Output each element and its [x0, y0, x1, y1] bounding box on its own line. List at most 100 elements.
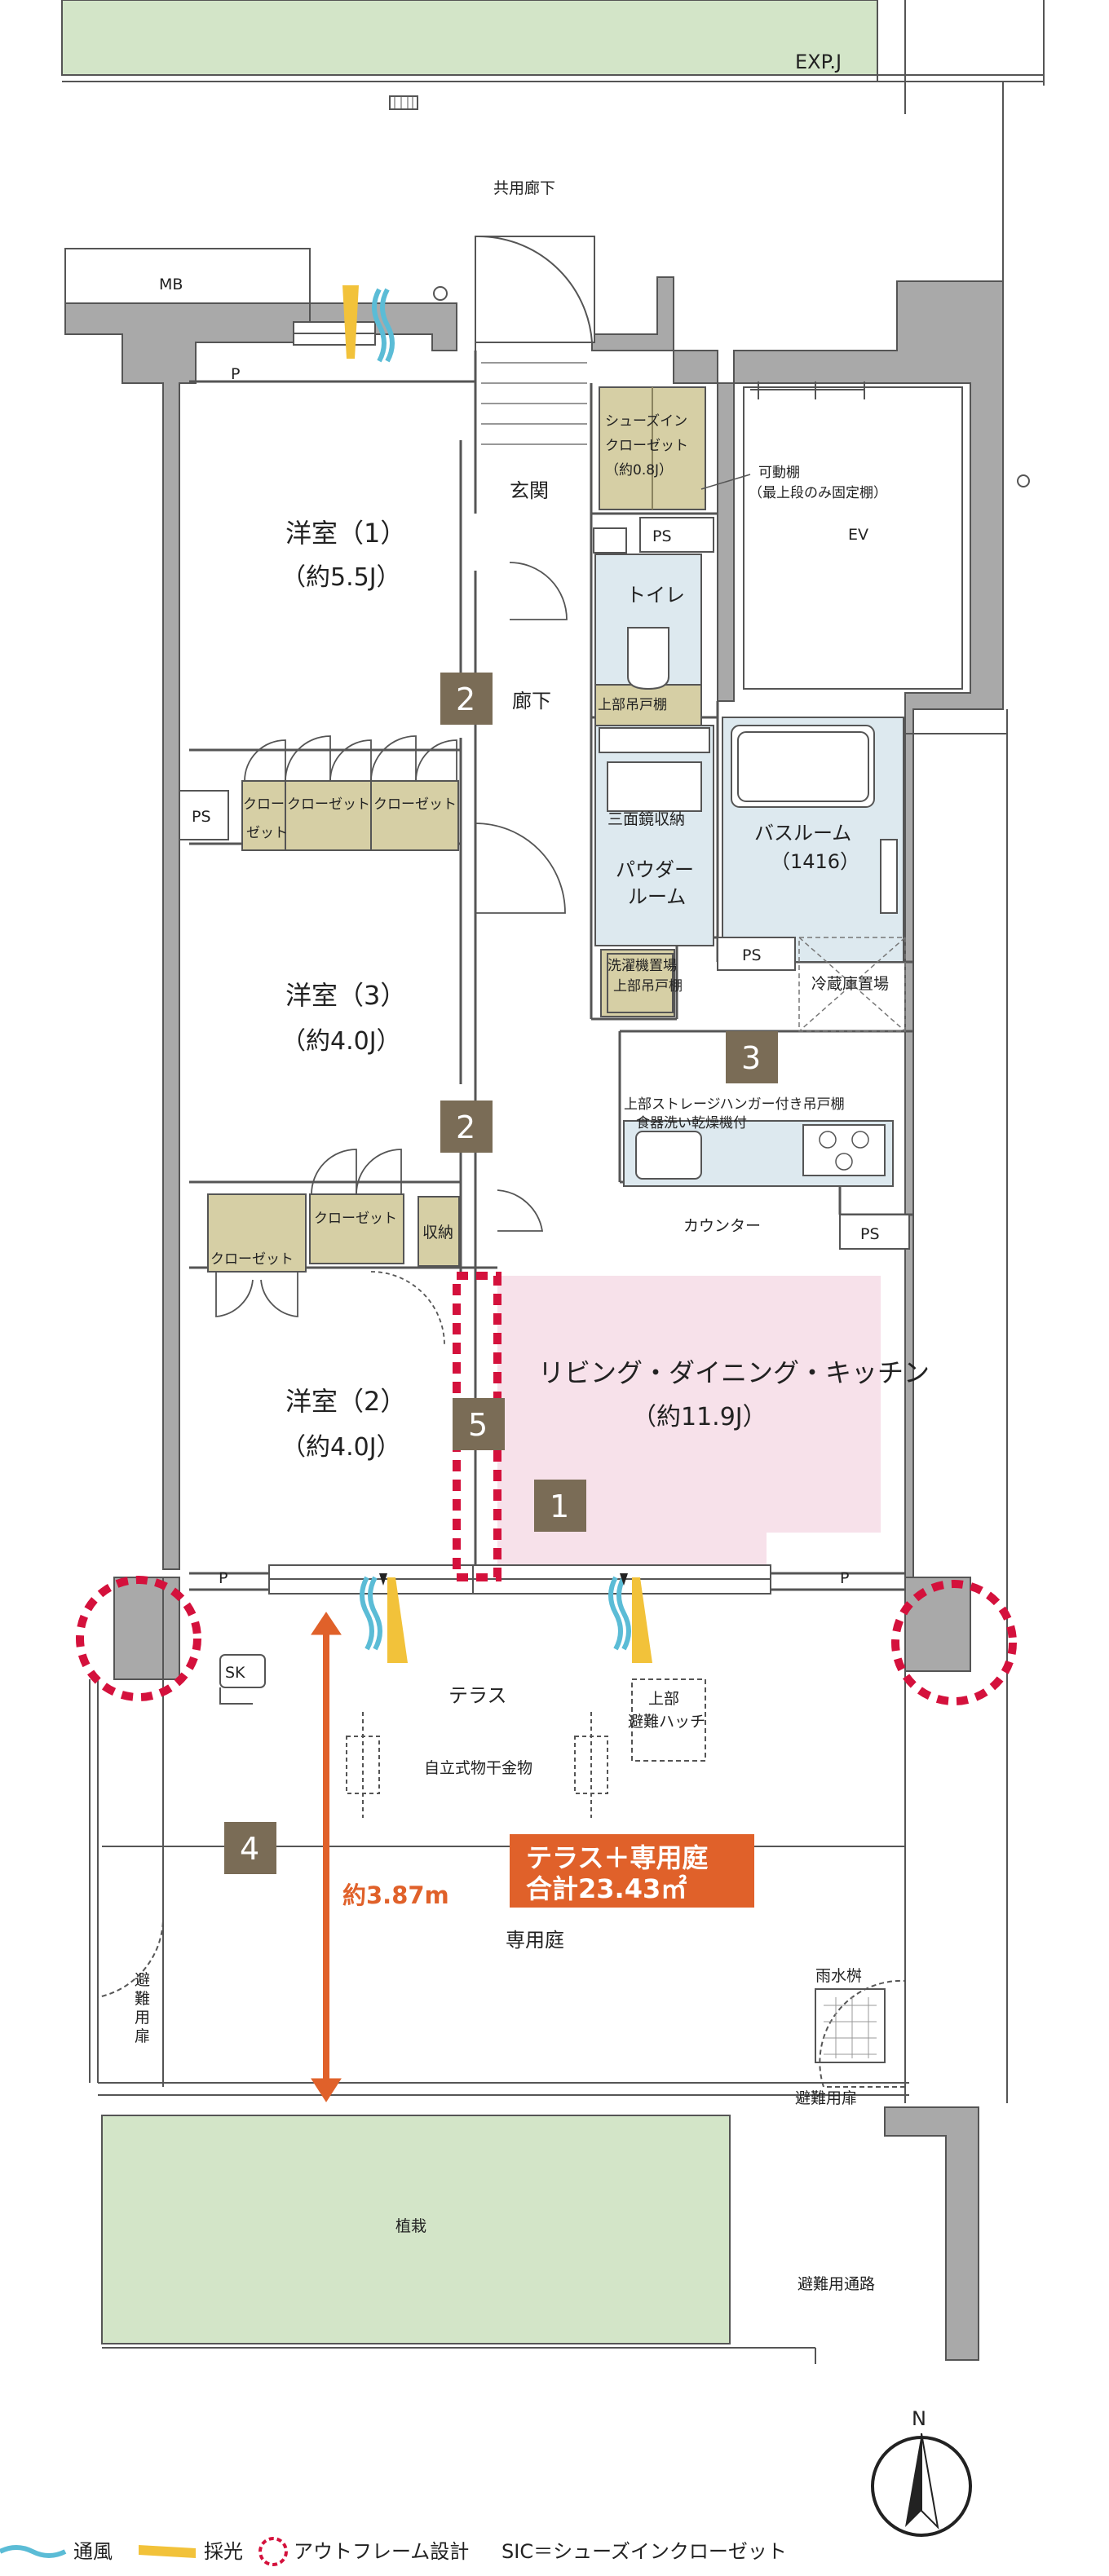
- east-wall: [904, 733, 914, 1578]
- legend-light-label: 採光: [204, 2540, 243, 2563]
- west-wall: [64, 302, 311, 1570]
- dimension-arrow: [311, 1612, 342, 2102]
- hall-label: 廊下: [512, 690, 551, 712]
- badge-5-text: 5: [468, 1407, 488, 1443]
- room3-name: 洋室（3）: [285, 980, 406, 1011]
- badge-2a: [440, 673, 493, 725]
- legend-sic-label: SIC＝シューズインクローゼット: [501, 2540, 787, 2563]
- badge-5: [453, 1398, 505, 1450]
- exp-joint-label: EXP.J: [795, 51, 842, 73]
- north-wall-mid: [591, 276, 674, 351]
- room2-name: 洋室（2）: [285, 1386, 406, 1417]
- dryer-stands: [346, 1712, 608, 1818]
- room2-size: （約4.0J）: [281, 1433, 401, 1462]
- outdoor-area: [97, 1654, 909, 2364]
- powder-label-1: パウダー: [616, 858, 694, 881]
- legend-outframe-icon: [258, 2537, 288, 2566]
- p-label-1: P: [231, 365, 240, 383]
- fridge-label: 冷蔵庫置場: [811, 975, 889, 993]
- shelf-label-2: （最上段のみ固定棚）: [749, 485, 887, 501]
- badge-1: [534, 1480, 586, 1532]
- shelf-label-1: 可動棚: [758, 465, 800, 481]
- ldk-name: リビング・ダイニング・キッチン: [538, 1357, 930, 1388]
- storage-closet: [418, 1196, 460, 1267]
- dimension-label: 約3.87m: [342, 1881, 449, 1909]
- outframe-circle-east: [891, 1580, 1017, 1705]
- ps-label-4: PS: [860, 1225, 880, 1243]
- sk-label: SK: [225, 1664, 245, 1682]
- area-badge-line-2: 合計23.43㎡: [526, 1873, 687, 1904]
- number-badges: [224, 673, 778, 1874]
- room3-size: （約4.0J）: [281, 1027, 401, 1056]
- closet-label-3: クローゼット: [314, 1211, 397, 1227]
- cooktop-burners: [819, 1131, 869, 1171]
- escape-door-v-3: 用: [135, 2009, 150, 2027]
- legend-wind-label: 通風: [73, 2540, 113, 2563]
- planting-label: 植栽: [395, 2217, 426, 2235]
- room2-closet-mid: [309, 1193, 404, 1264]
- room2-closet-left: [207, 1193, 307, 1273]
- mirror-label: 三面鏡収納: [608, 810, 685, 828]
- counter-label: カウンター: [683, 1217, 761, 1235]
- fridge-space: [798, 937, 906, 1032]
- p-label-3: P: [840, 1569, 849, 1587]
- sk-sink: [219, 1654, 266, 1688]
- dryer-label: 自立式物干金物: [424, 1759, 532, 1777]
- room1-size: （約5.5J）: [281, 563, 401, 592]
- kitchen-note-1: 上部ストレージハンガー付き吊戸棚: [624, 1096, 845, 1113]
- arrow-markers: [379, 1573, 628, 1586]
- top-neighbor-area: EXP.J 共用廊下: [61, 0, 1045, 197]
- kitchen-note-2: 食器洗い乾燥機付: [636, 1115, 747, 1131]
- badge-3-text: 3: [741, 1040, 761, 1076]
- toilet-cabinet-label: 上部吊戸棚: [598, 697, 667, 713]
- area-badge-line-1: テラス＋専用庭: [526, 1842, 708, 1873]
- room1-closet: [241, 780, 459, 851]
- genkan-stair: [481, 362, 587, 445]
- rain-basin-label: 雨水桝: [815, 1967, 862, 1985]
- structural-walls: [64, 248, 1004, 2361]
- legend-wind-icon: [0, 2545, 67, 2558]
- closet-door-arcs: [215, 562, 568, 1346]
- closet-b-label: ゼット: [246, 825, 288, 841]
- washer-cabinet-label: 上部吊戸棚: [613, 978, 683, 995]
- badge-1-text: 1: [550, 1489, 569, 1524]
- windows: [268, 321, 771, 1595]
- escape-door-v-4: 扉: [135, 2027, 150, 2045]
- entrance-door: [433, 235, 595, 351]
- ps-label-1: PS: [652, 527, 672, 545]
- badge-2b: [440, 1101, 493, 1153]
- escape-door-v-2: 難: [135, 1990, 150, 2008]
- escape-door-v-1: 避: [135, 1971, 150, 1989]
- p-label-2: P: [219, 1569, 228, 1587]
- wind-icon: [360, 288, 631, 1651]
- ev-label: EV: [848, 526, 868, 544]
- west-column: [113, 1577, 180, 1680]
- evac-hatch: [631, 1678, 706, 1762]
- closet-label-1: クローゼット: [287, 796, 370, 813]
- badge-2b-text: 2: [456, 1109, 475, 1145]
- ps-boxes: [179, 517, 910, 1250]
- ev-door: [750, 382, 865, 399]
- badge-2a-text: 2: [456, 681, 475, 717]
- rain-basin-grid: [824, 1997, 877, 2058]
- ps-label-2: PS: [192, 808, 211, 826]
- compass-icon: [871, 2433, 972, 2537]
- shelf-leader-line: [700, 474, 751, 490]
- compass-label: N: [912, 2407, 926, 2430]
- ldk-floor: [497, 1276, 881, 1565]
- toilet-label: トイレ: [626, 584, 685, 607]
- vent-grille: [389, 95, 418, 110]
- sic-label-2: クローゼット: [605, 438, 688, 454]
- light-icon: [342, 285, 652, 1663]
- badge-4-text: 4: [240, 1831, 259, 1867]
- room1-name: 洋室（1）: [285, 518, 406, 549]
- escape-path-label: 避難用通路: [798, 2275, 875, 2293]
- closet-a-label: クロー: [243, 796, 285, 813]
- wet-areas: [593, 527, 904, 1187]
- hatch-label-2: 避難ハッチ: [628, 1713, 705, 1731]
- neighbor-garden: [61, 0, 878, 76]
- closets: [207, 386, 792, 1273]
- hatch-label-1: 上部: [648, 1690, 679, 1708]
- toilet-cabinet: [594, 684, 702, 726]
- ps-label-3: PS: [742, 946, 762, 964]
